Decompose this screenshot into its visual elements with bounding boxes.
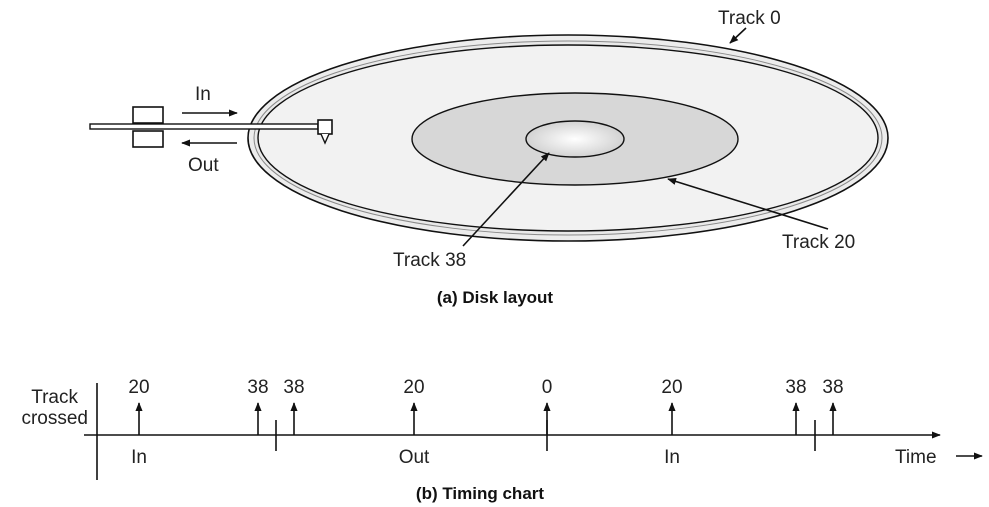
- head-out-label: Out: [188, 155, 219, 176]
- disk-track-38: [525, 120, 625, 158]
- timing-chart-caption: (b) Timing chart: [416, 484, 544, 503]
- track-0-pointer: [729, 27, 747, 44]
- head-guide-top: [132, 106, 164, 124]
- direction-reversals: [275, 420, 816, 451]
- direction-label: Out: [399, 447, 430, 468]
- disk-layout: In Out Track 0 Track 20 Track 38 (a) Dis…: [89, 8, 889, 307]
- crossing-track-label: 38: [283, 377, 304, 398]
- crossing-track-label: 38: [822, 377, 843, 398]
- crossing-track-label: 20: [661, 377, 682, 398]
- read-write-head-tip: [320, 133, 330, 145]
- track-38-pointer: [462, 152, 550, 247]
- track-20-label: Track 20: [782, 232, 855, 253]
- crossing-track-label: 0: [542, 377, 553, 398]
- timing-y-label-line1: Track: [31, 387, 78, 408]
- crossing-track-label: 38: [785, 377, 806, 398]
- timing-time-label: Time: [895, 447, 937, 468]
- track-crossings: 20 38 38 20 0 20 38 38: [128, 377, 844, 435]
- direction-labels: In Out In: [131, 447, 680, 468]
- read-write-head: [317, 119, 333, 135]
- head-guide-bottom: [132, 130, 164, 148]
- disk-layout-caption: (a) Disk layout: [437, 288, 554, 307]
- timing-chart: Track crossed Time 20 38 38 20 0 20 38 38 In Out…: [21, 377, 983, 503]
- crossing-track-label: 20: [128, 377, 149, 398]
- direction-label: In: [664, 447, 680, 468]
- timing-y-label-line2: crossed: [21, 408, 88, 429]
- track-20-pointer: [667, 177, 829, 230]
- crossing-track-label: 20: [403, 377, 424, 398]
- track-0-label: Track 0: [718, 8, 781, 29]
- track-38-label: Track 38: [393, 250, 466, 271]
- direction-label: In: [131, 447, 147, 468]
- head-arm: [89, 123, 319, 130]
- crossing-track-label: 38: [247, 377, 268, 398]
- head-in-label: In: [195, 84, 211, 105]
